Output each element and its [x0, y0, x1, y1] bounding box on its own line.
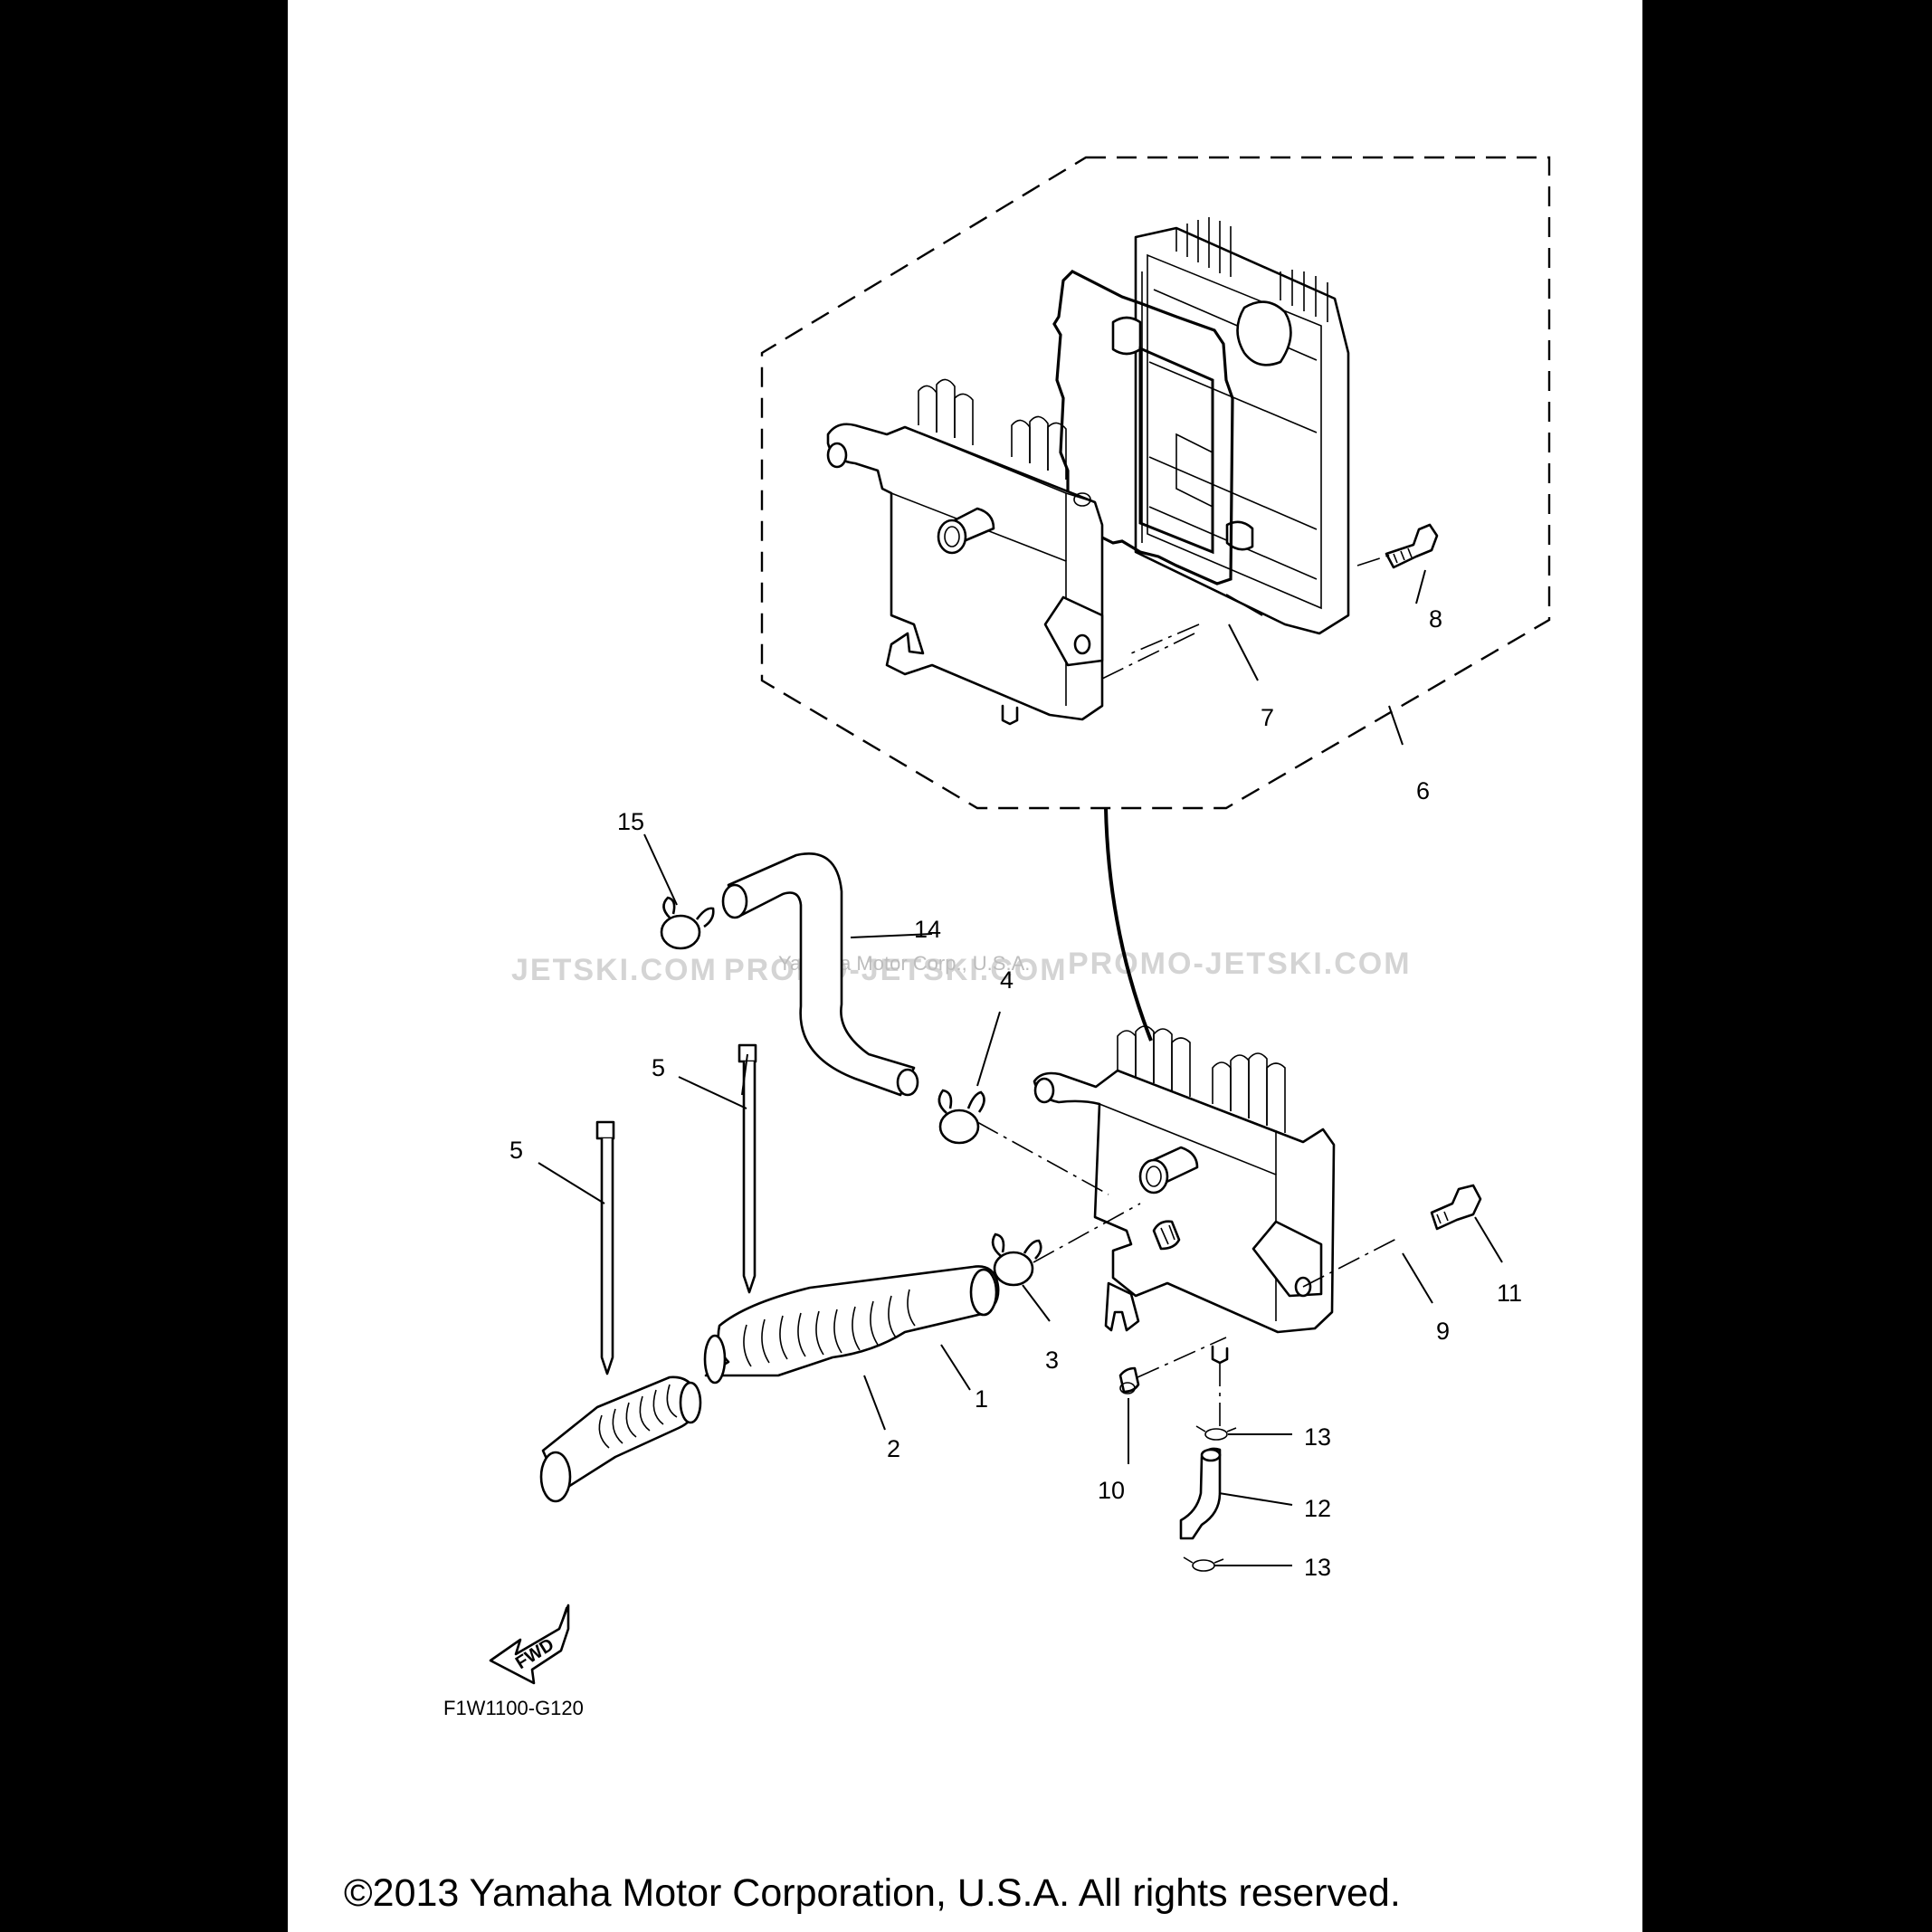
- assembly-line-clip-3: [1033, 1203, 1141, 1263]
- callout-13b: 13: [1304, 1554, 1331, 1581]
- callout-7: 7: [1261, 704, 1274, 731]
- watermark-left: JETSKI.COM: [511, 953, 718, 987]
- callout-14: 14: [914, 916, 941, 943]
- callout-15: 15: [617, 808, 644, 835]
- callout-3: 3: [1045, 1347, 1059, 1374]
- assembly-boundary: [760, 156, 1551, 810]
- assembly-line-bolt-8: [1356, 553, 1394, 566]
- callout-leaders: [538, 569, 1503, 1566]
- cover-back-part: [1111, 217, 1350, 635]
- hose-part-1: [703, 1265, 1000, 1385]
- clip-part-3: [991, 1232, 1042, 1287]
- bolt-part-8: [1385, 523, 1439, 569]
- forward-direction-arrow: FWD: [489, 1604, 570, 1685]
- assembly-line-plug: [1137, 1337, 1227, 1378]
- copyright-notice: ©2013 Yamaha Motor Corporation, U.S.A. A…: [344, 1871, 1401, 1915]
- callout-12: 12: [1304, 1495, 1331, 1522]
- clamp-part-13b: [1183, 1556, 1224, 1572]
- callout-2: 2: [887, 1435, 900, 1462]
- callout-labels: 1 2 3 4 5 5 6 7 8 9 10 11 12 13 13 14 15: [509, 605, 1522, 1581]
- callout-6: 6: [1416, 777, 1430, 804]
- gasket-part-7: [1052, 270, 1234, 585]
- assembly-line-clip-4: [976, 1121, 1109, 1195]
- callout-1: 1: [975, 1385, 988, 1413]
- callout-11: 11: [1497, 1280, 1522, 1307]
- callout-5a: 5: [509, 1137, 523, 1164]
- callout-10: 10: [1098, 1477, 1125, 1504]
- hose-part-12: [1179, 1447, 1222, 1540]
- gasket-inner-window: [1138, 346, 1214, 555]
- assembly-line-grommet: [1302, 1237, 1399, 1288]
- hose-part-14: [721, 852, 919, 1097]
- view-connector-line: [1104, 807, 1153, 1042]
- callout-5b: 5: [652, 1054, 665, 1081]
- clamp-part-13a: [1195, 1425, 1237, 1441]
- watermark: JETSKI.COM PROMO-JETSKI.COM PROMO-JETSKI…: [511, 947, 1412, 987]
- callout-9: 9: [1436, 1318, 1450, 1345]
- plug-part-10: [1118, 1366, 1140, 1394]
- hose-part-2: [539, 1375, 702, 1503]
- assembly-line-cover: [1101, 633, 1195, 680]
- parts-diagram-sheet: [288, 0, 1642, 1932]
- watermark-center: PROMO-JETSKI.COM: [724, 953, 1068, 987]
- clip-part-4: [937, 1089, 985, 1145]
- callout-8: 8: [1429, 605, 1442, 633]
- drawing-code: F1W1100-G120: [443, 1697, 584, 1719]
- blower-assembly-lower: [1033, 1025, 1336, 1365]
- assembly-line-gasket: [1130, 623, 1200, 654]
- grommet-part-9: [1152, 1220, 1181, 1251]
- cable-tie-part-5a: [595, 1120, 615, 1375]
- cable-tie-part-5b: [738, 1043, 757, 1294]
- callout-4: 4: [1000, 966, 1014, 994]
- watermark-right: PROMO-JETSKI.COM: [1068, 947, 1412, 981]
- bolt-part-11: [1430, 1184, 1482, 1231]
- clip-part-15: [660, 896, 715, 950]
- cover-front-part: [826, 378, 1104, 726]
- callout-13a: 13: [1304, 1423, 1331, 1451]
